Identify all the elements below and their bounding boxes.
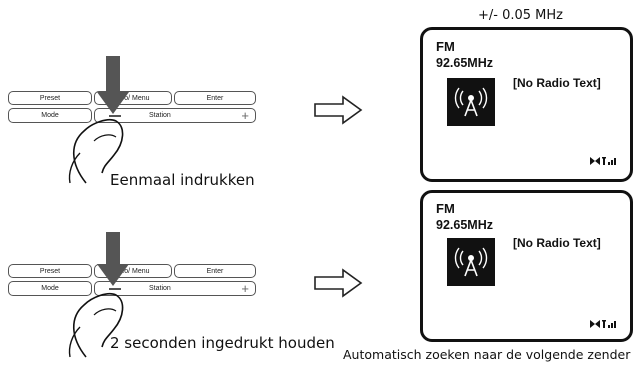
right-arrow-icon [314,95,363,125]
frequency-readout: 92.65MHz [436,218,493,232]
enter-button[interactable]: Enter [174,264,256,278]
press-down-arrow-2 [97,232,129,286]
signal-strength-icon [590,320,616,328]
station-label: Station [149,112,171,119]
press-down-arrow-1 [97,56,129,114]
button-panel-2: Preset Info/ Menu Enter Mode Station + [8,264,258,304]
radio-text: [No Radio Text] [513,236,601,250]
frequency-step-note: +/- 0.05 MHz [478,8,563,23]
radio-display-2: FM 92.65MHz [No Radio Text] [420,190,633,342]
radio-display-1: FM 92.65MHz [No Radio Text] [420,27,633,182]
minus-icon[interactable] [109,114,121,117]
preset-button[interactable]: Preset [8,264,92,278]
band-label: FM [436,39,455,54]
radio-tower-icon [447,238,495,286]
caption-press-once: Eenmaal indrukken [110,171,255,189]
frequency-readout: 92.65MHz [436,56,493,70]
preset-button[interactable]: Preset [8,91,92,105]
radio-text: [No Radio Text] [513,76,601,90]
station-control[interactable]: Station + [94,108,256,123]
band-label: FM [436,201,455,216]
finger-illustration-1 [68,118,124,184]
mode-button[interactable]: Mode [8,108,92,123]
minus-icon[interactable] [109,287,121,290]
radio-tower-icon [447,78,495,126]
finger-illustration-2 [68,292,124,358]
auto-search-note: Automatisch zoeken naar de volgende zend… [343,347,631,362]
station-control[interactable]: Station + [94,281,256,296]
signal-strength-icon [590,157,616,165]
plus-icon[interactable]: + [241,281,249,296]
plus-icon[interactable]: + [241,108,249,123]
enter-button[interactable]: Enter [174,91,256,105]
mode-button[interactable]: Mode [8,281,92,296]
right-arrow-icon [314,268,363,298]
station-label: Station [149,285,171,292]
caption-hold-two-seconds: 2 seconden ingedrukt houden [110,334,335,352]
